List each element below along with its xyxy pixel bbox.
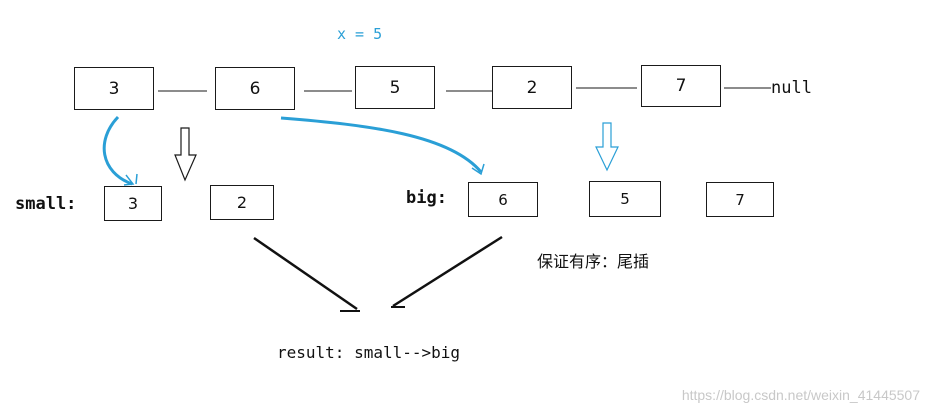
list-node-1: 3 — [74, 67, 154, 110]
small-node-1: 3 — [104, 186, 162, 221]
merge-line-left — [253, 236, 358, 311]
list-node-5: 7 — [641, 65, 721, 107]
null-terminator: null — [771, 78, 812, 98]
list-node-3: 5 — [355, 66, 435, 109]
big-label: big: — [406, 188, 447, 208]
list-node-value: 5 — [389, 77, 401, 98]
list-node-value: 2 — [526, 77, 538, 98]
move-6-to-big-arrow — [280, 116, 483, 173]
small-node-value: 3 — [127, 194, 139, 213]
big-node-3: 7 — [706, 182, 774, 217]
big-node-value: 6 — [498, 190, 508, 209]
order-note: 保证有序：尾插 — [537, 252, 650, 271]
condition-label: x = 5 — [337, 25, 383, 43]
big-node-value: 7 — [735, 190, 745, 209]
list-node-value: 3 — [108, 78, 120, 99]
list-node-value: 6 — [249, 78, 261, 99]
small-node-2: 2 — [210, 185, 274, 220]
down-arrow-black — [174, 127, 197, 182]
small-label: small: — [15, 194, 77, 214]
list-node-2: 6 — [215, 67, 295, 110]
list-node-value: 7 — [675, 76, 687, 96]
list-node-4: 2 — [492, 66, 572, 109]
merge-line-right — [392, 235, 503, 308]
result-label: result: small-->big — [277, 343, 461, 362]
down-arrow-blue — [595, 122, 619, 172]
big-node-1: 6 — [468, 182, 538, 217]
small-node-value: 2 — [236, 193, 248, 212]
big-node-value: 5 — [620, 190, 630, 208]
big-node-2: 5 — [589, 181, 661, 217]
watermark: https://blog.csdn.net/weixin_41445507 — [681, 387, 920, 403]
move-3-to-small-arrow — [102, 115, 133, 186]
